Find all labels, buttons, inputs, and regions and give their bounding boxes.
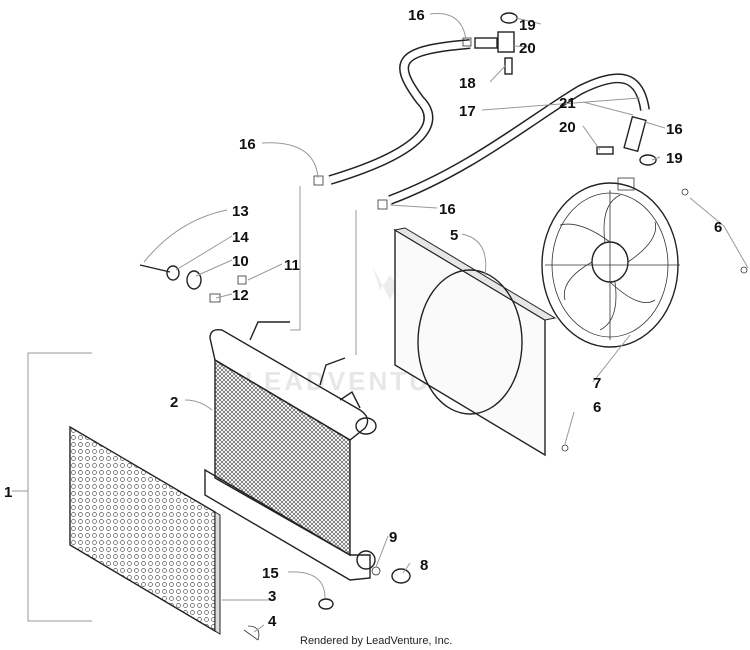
callout-5: 5 — [450, 227, 458, 244]
fan-shroud — [393, 227, 557, 457]
callout-2: 2 — [170, 394, 178, 411]
radiator-screen — [69, 425, 221, 635]
callout-1: 1 — [4, 484, 12, 501]
callout-16-mid: 16 — [439, 201, 456, 218]
footer-credit: Rendered by LeadVenture, Inc. — [300, 635, 452, 647]
bracket-part-1 — [27, 352, 92, 622]
callout-9: 9 — [389, 529, 397, 546]
leader-lines — [12, 13, 749, 633]
hose-fittings — [313, 12, 657, 210]
callout-8: 8 — [420, 557, 428, 574]
callout-21: 21 — [559, 95, 576, 112]
callout-17: 17 — [459, 103, 476, 120]
callout-6b: 6 — [593, 399, 601, 416]
callout-19-top: 19 — [519, 17, 536, 34]
callout-19-right: 19 — [666, 150, 683, 167]
hardware-parts — [139, 188, 748, 641]
callout-16-left: 16 — [239, 136, 256, 153]
callout-11: 11 — [284, 257, 300, 274]
coolant-hose — [328, 39, 650, 205]
callout-16-right: 16 — [666, 121, 683, 138]
callout-10: 10 — [232, 253, 249, 270]
callout-4: 4 — [268, 613, 277, 630]
callout-6: 6 — [714, 219, 722, 236]
callout-labels: 1 2 3 4 5 6 6 7 8 9 10 11 12 13 14 15 16… — [4, 7, 722, 630]
radiator — [204, 321, 377, 581]
callout-13: 13 — [232, 203, 249, 220]
cooling-fan — [541, 177, 680, 348]
callout-16-top: 16 — [408, 7, 425, 24]
callout-20-top: 20 — [519, 40, 536, 57]
callout-14: 14 — [232, 229, 249, 246]
callout-20-right: 20 — [559, 119, 576, 136]
callout-7: 7 — [593, 375, 601, 392]
callout-3: 3 — [268, 588, 276, 605]
callout-12: 12 — [232, 287, 249, 304]
callout-15: 15 — [262, 565, 279, 582]
callout-18: 18 — [459, 75, 476, 92]
